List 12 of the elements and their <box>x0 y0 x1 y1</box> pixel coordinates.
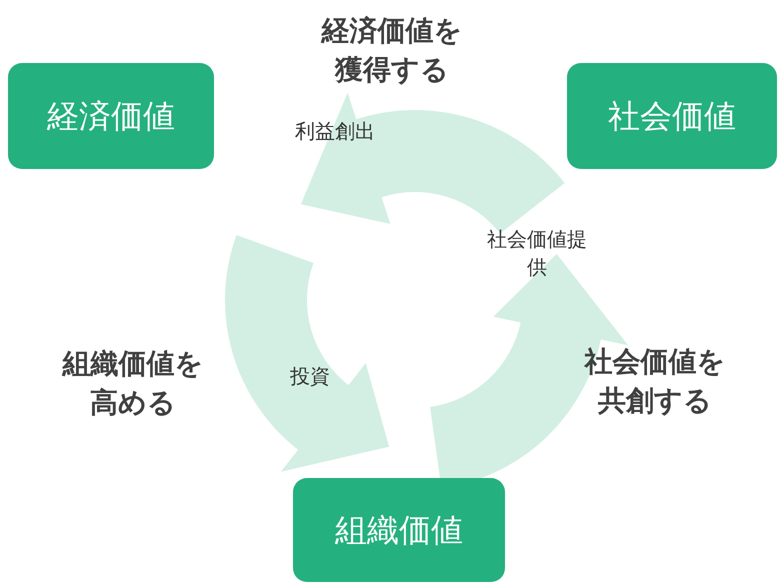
value-box <box>567 63 777 169</box>
label-text: 組織価値を高める <box>60 346 204 420</box>
value-box <box>293 478 505 582</box>
label-text: 投資 <box>289 363 331 390</box>
box-label: 社会価値 <box>608 96 736 136</box>
box-label: 経済価値 <box>47 96 175 136</box>
label-text: 社会価値を共創する <box>583 344 726 418</box>
label-text: 社会価値提供 <box>487 226 587 280</box>
label-text: 経済価値を獲得する <box>320 13 464 88</box>
value-box <box>8 63 214 169</box>
label-text: 利益創出 <box>294 118 376 145</box>
box-label: 組織価値 <box>335 510 463 550</box>
